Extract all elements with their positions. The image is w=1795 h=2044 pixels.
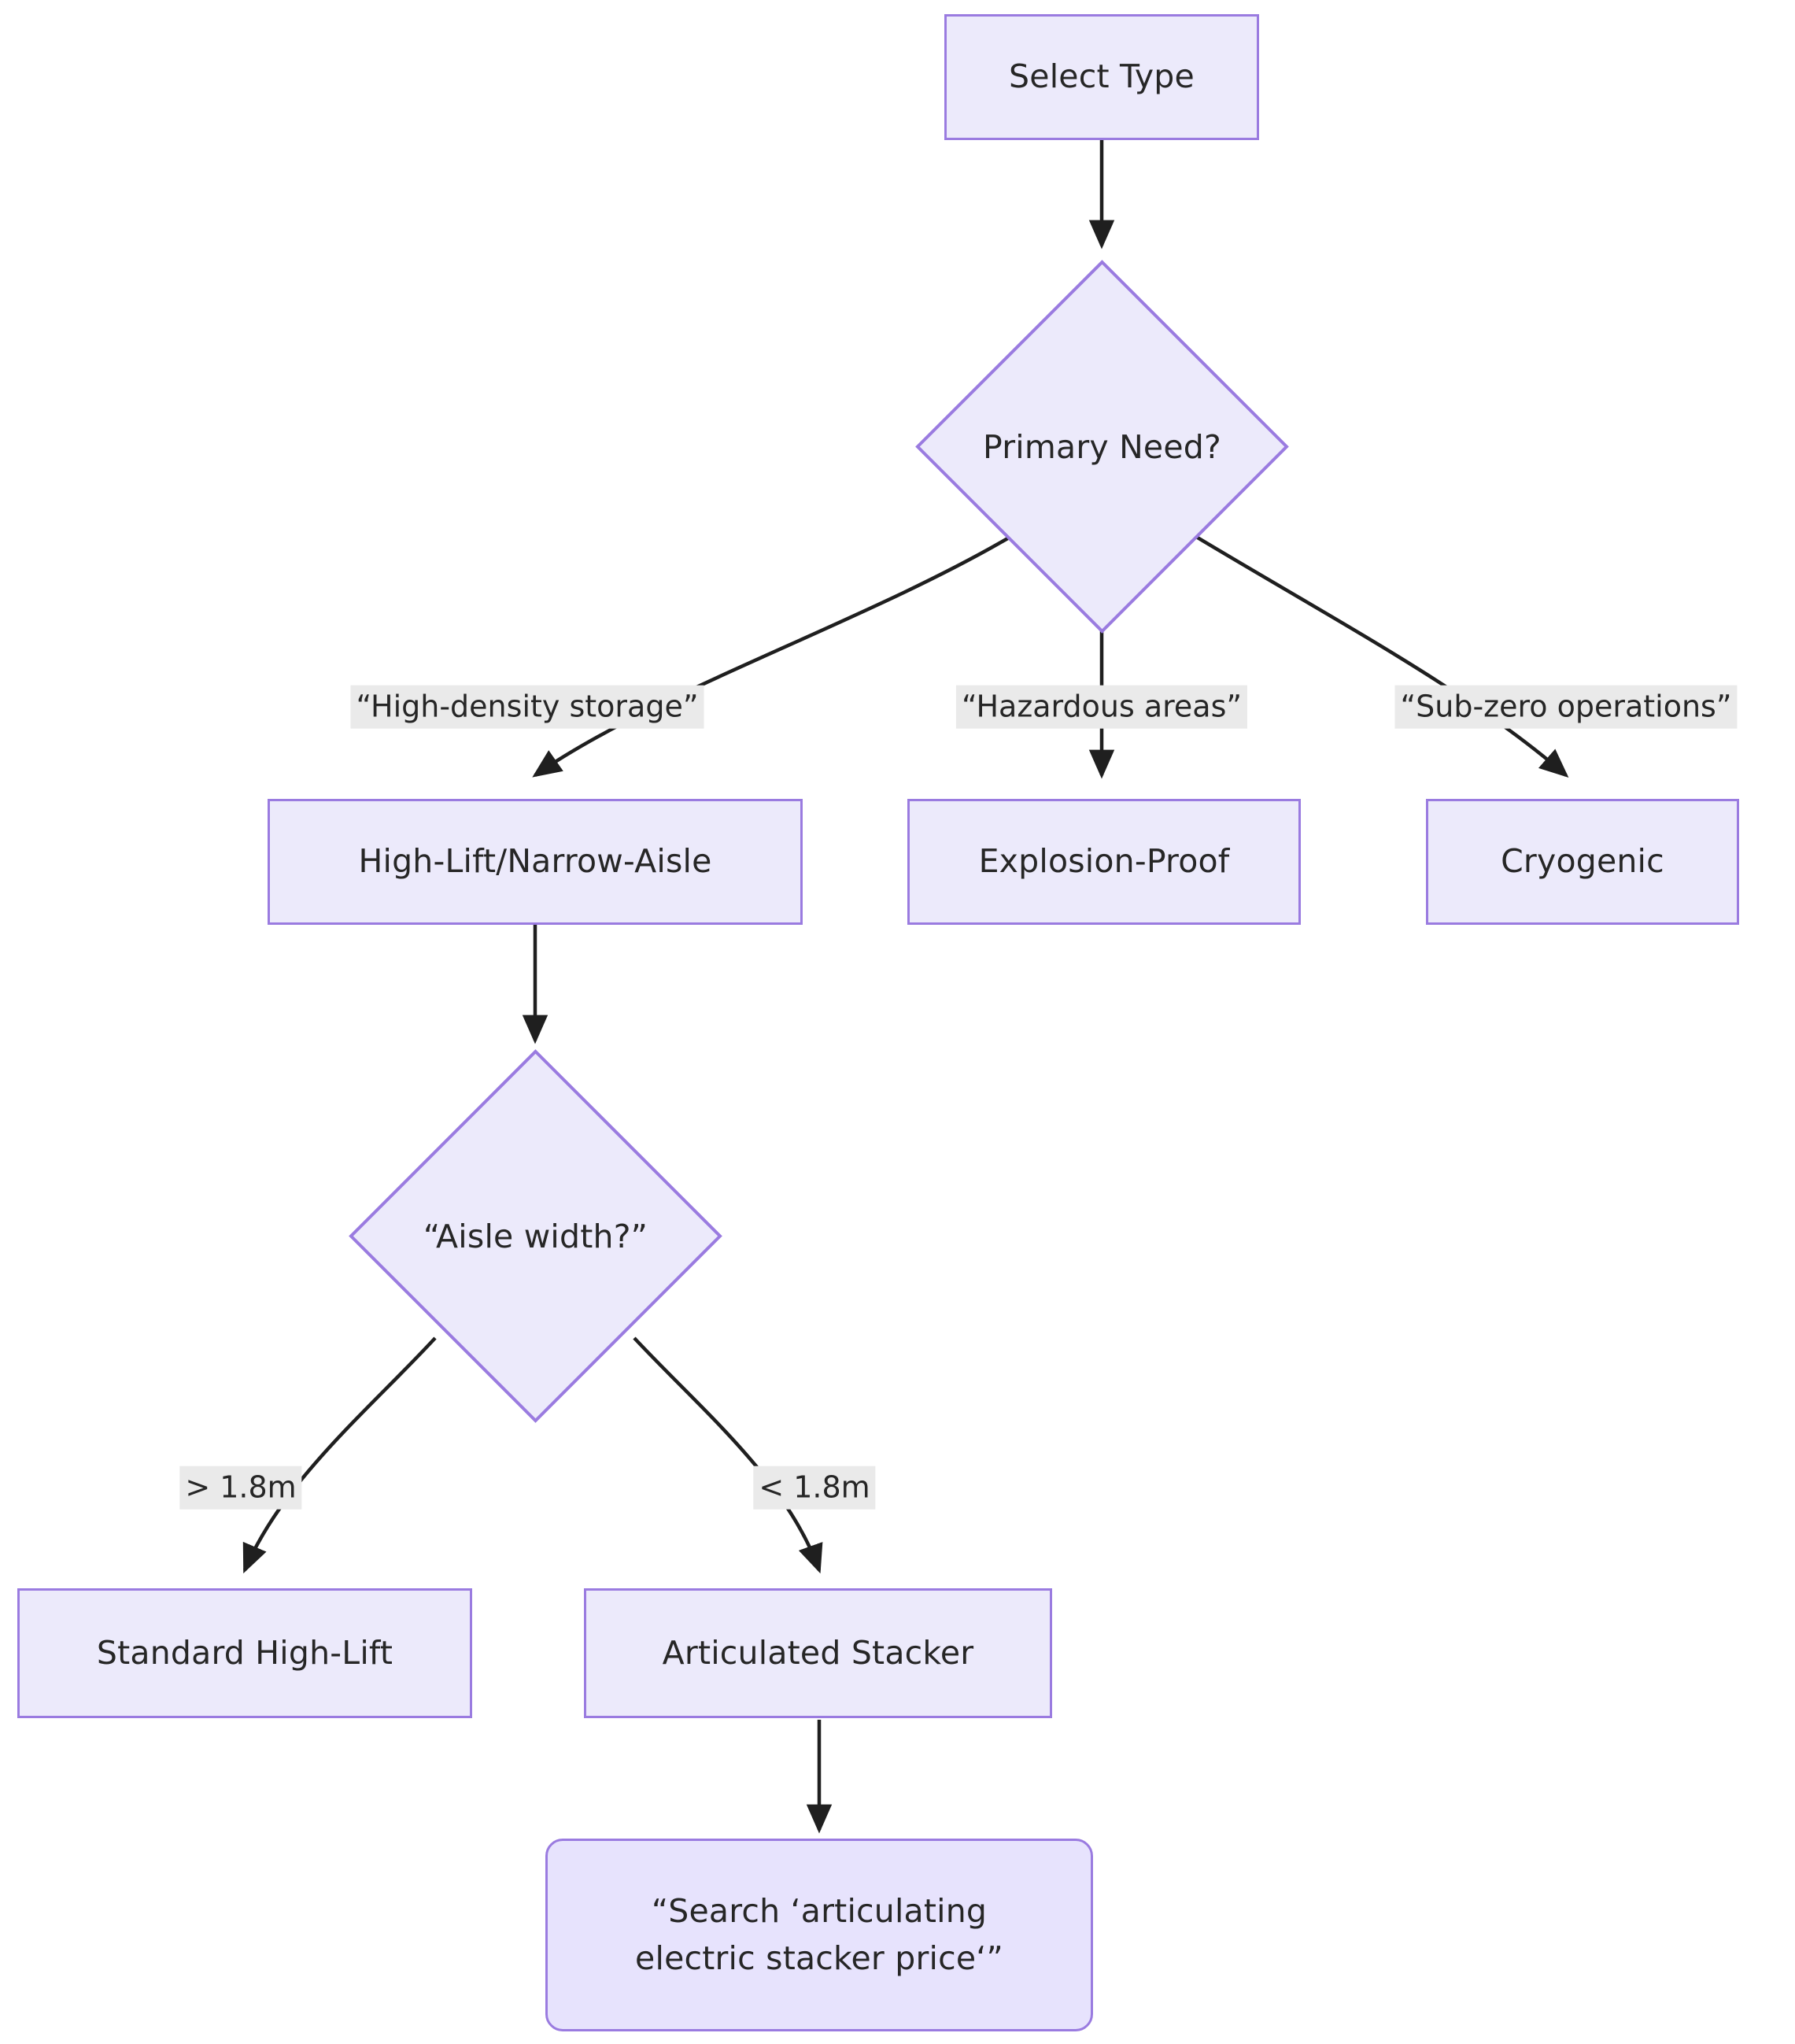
node-standard-high-lift-label: Standard High-Lift	[96, 1633, 393, 1672]
node-search-query[interactable]: “Search ‘articulating electric stacker p…	[545, 1839, 1093, 2031]
node-aisle-width-label: “Aisle width?”	[423, 1217, 648, 1255]
aisle-width-diamond-shape	[349, 1049, 722, 1423]
node-aisle-width[interactable]: “Aisle width?”	[349, 1049, 722, 1423]
node-high-lift-narrow-aisle[interactable]: High-Lift/Narrow-Aisle	[268, 799, 803, 925]
primary-need-diamond-shape	[915, 260, 1289, 634]
edge-label-hazardous-areas: “Hazardous areas”	[955, 685, 1248, 729]
edge-label-greater-than-1-8m: > 1.8m	[179, 1466, 302, 1510]
node-search-query-label-line1: “Search ‘articulating	[651, 1892, 988, 1931]
node-articulated-stacker-label: Articulated Stacker	[662, 1633, 974, 1672]
node-explosion-proof[interactable]: Explosion-Proof	[907, 799, 1301, 925]
node-cryogenic-label: Cryogenic	[1501, 842, 1664, 881]
edge-label-high-density-storage: “High-density storage”	[350, 685, 704, 729]
node-search-query-label-line2: electric stacker price‘”	[635, 1939, 1003, 1977]
node-explosion-proof-label: Explosion-Proof	[978, 842, 1230, 881]
node-select-type[interactable]: Select Type	[944, 14, 1259, 140]
node-high-lift-narrow-aisle-label: High-Lift/Narrow-Aisle	[358, 842, 712, 881]
edge-label-sub-zero-operations: “Sub-zero operations”	[1394, 685, 1738, 729]
node-cryogenic[interactable]: Cryogenic	[1426, 799, 1739, 925]
edge-label-less-than-1-8m: < 1.8m	[753, 1466, 876, 1510]
node-standard-high-lift[interactable]: Standard High-Lift	[17, 1588, 472, 1718]
node-articulated-stacker[interactable]: Articulated Stacker	[584, 1588, 1052, 1718]
node-primary-need[interactable]: Primary Need?	[915, 260, 1289, 634]
node-primary-need-label: Primary Need?	[983, 427, 1221, 466]
node-select-type-label: Select Type	[1009, 57, 1195, 96]
